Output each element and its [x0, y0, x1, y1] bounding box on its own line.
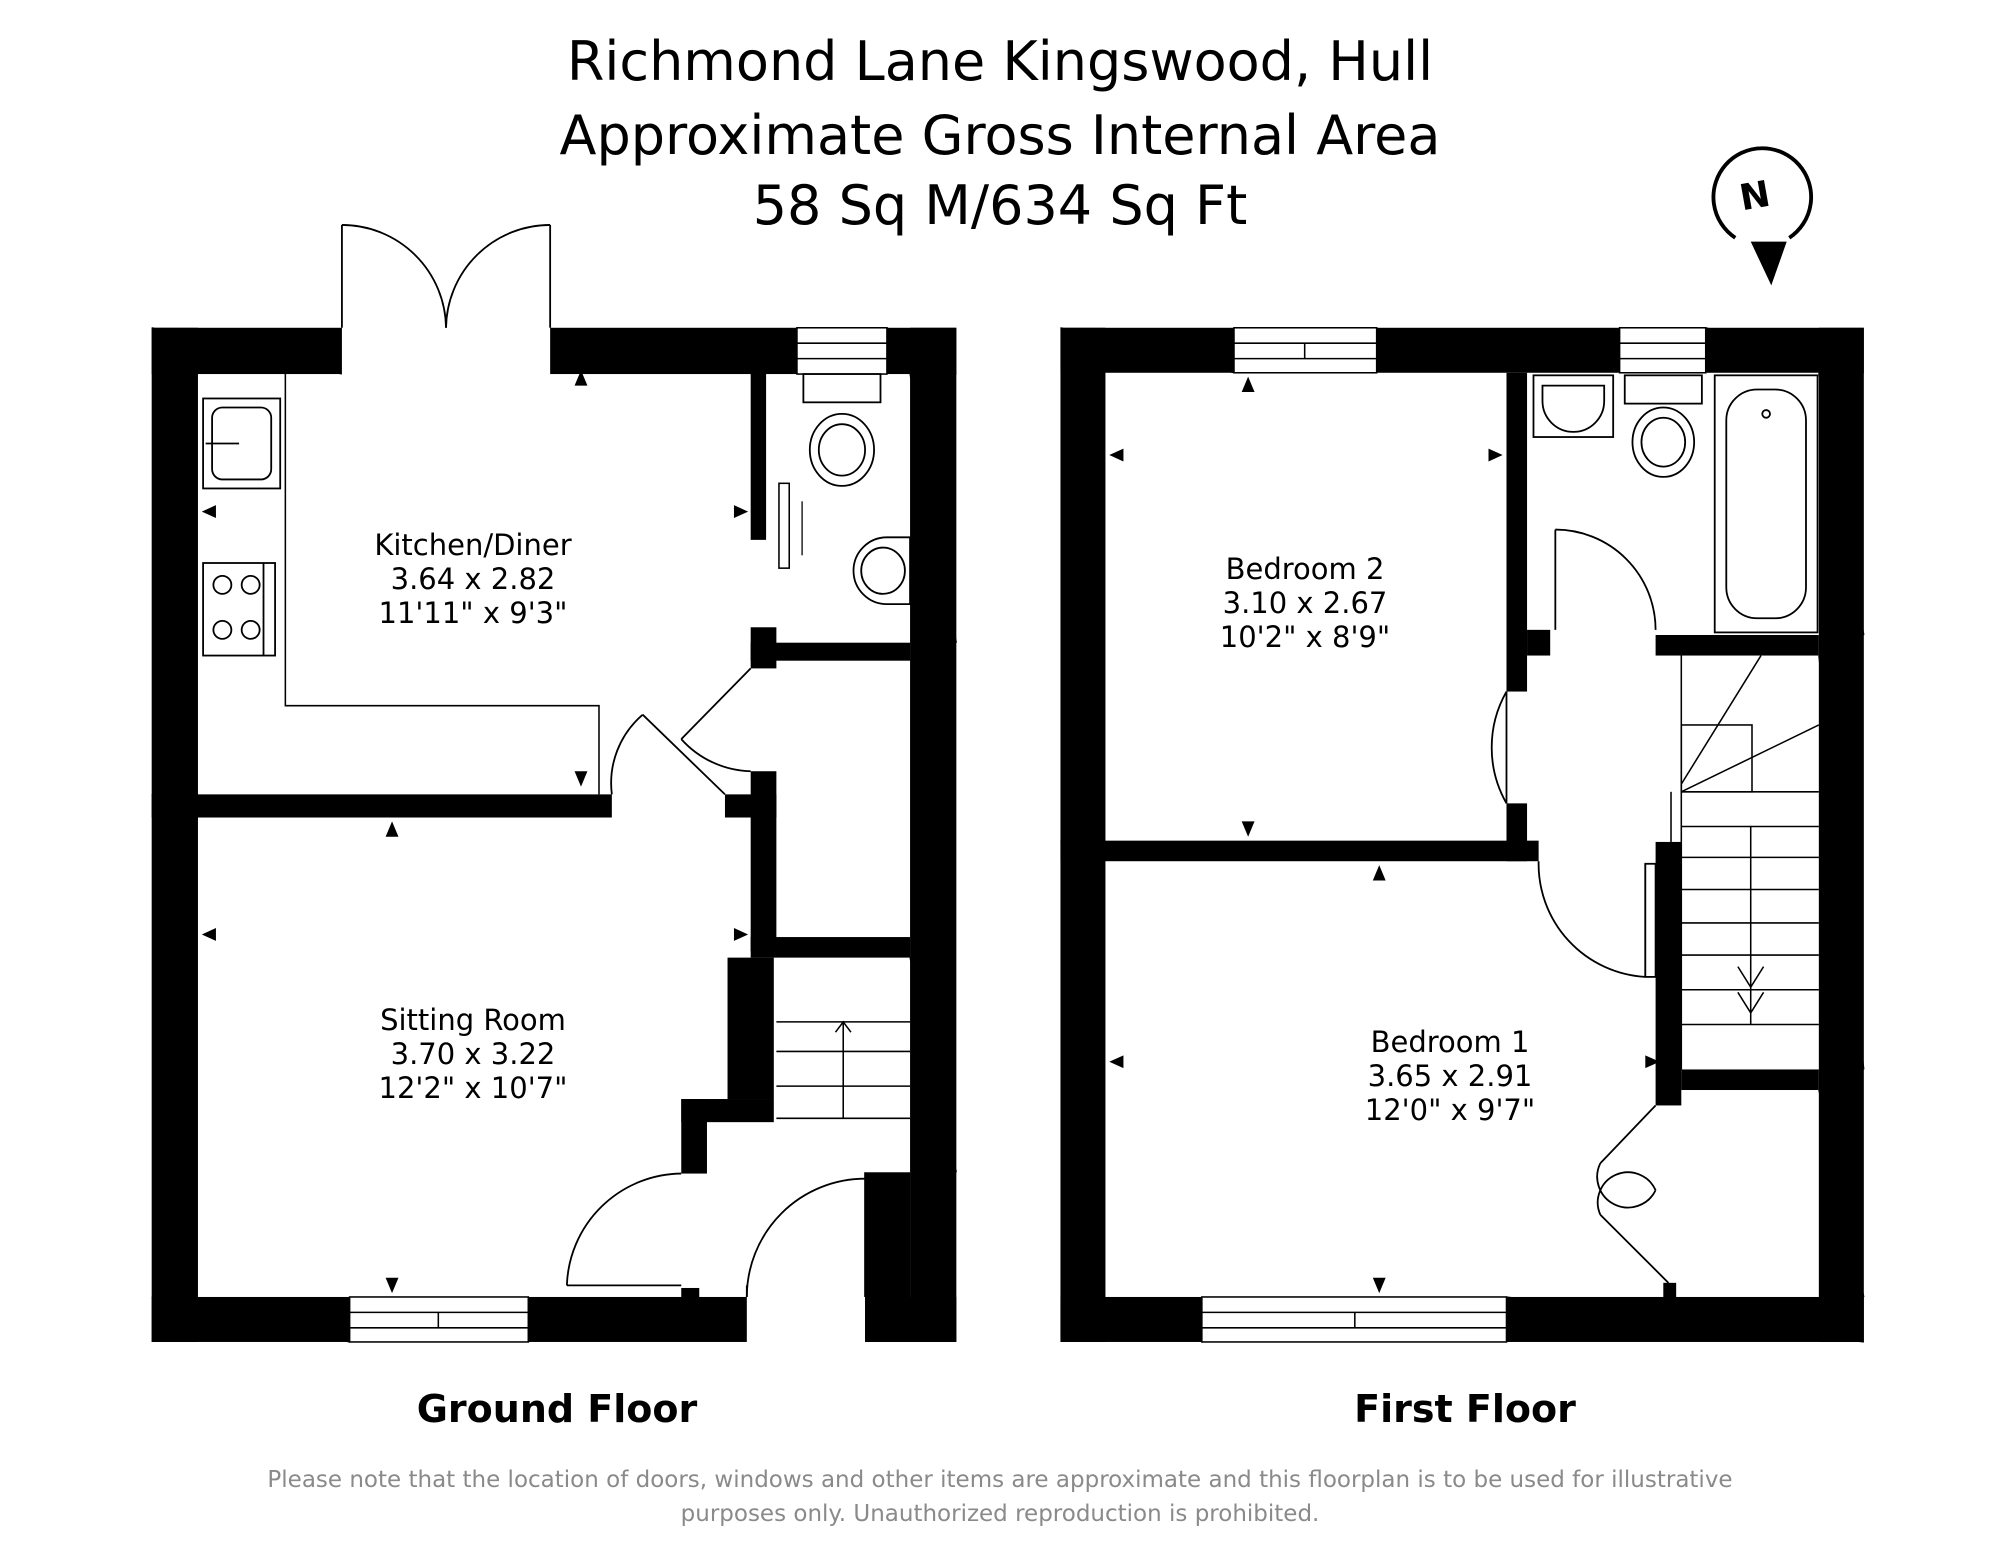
first-floor-label: First Floor — [1354, 1387, 1576, 1431]
ground-floor-walls — [151, 327, 957, 1342]
ground-floor-plan — [151, 224, 957, 1343]
plan-area: 58 Sq M/634 Sq Ft — [752, 174, 1248, 237]
disclaimer-line-1: Please note that the location of doors, … — [267, 1467, 1733, 1493]
room-imperial: 10'2" x 8'9" — [1219, 620, 1391, 654]
room-metric: 3.65 x 2.91 — [1367, 1059, 1533, 1093]
bathroom-basin — [1532, 374, 1615, 438]
north-compass-icon — [1711, 146, 1814, 286]
room-label-bedroom-2: Bedroom 2 3.10 x 2.67 10'2" x 8'9" — [1125, 552, 1485, 654]
first-floor-plan — [1060, 327, 1865, 1343]
room-imperial: 11'11" x 9'3" — [378, 596, 568, 630]
plan-subtitle: Approximate Gross Internal Area — [559, 104, 1441, 167]
first-floor-doors — [1490, 528, 1670, 1284]
ground-floor-windows — [348, 327, 888, 1343]
disclaimer-line-2: purposes only. Unauthorized reproduction… — [680, 1501, 1320, 1527]
kitchen-sink — [202, 397, 282, 490]
room-name: Bedroom 1 — [1370, 1025, 1530, 1059]
room-metric: 3.64 x 2.82 — [390, 562, 556, 596]
room-name: Bedroom 2 — [1225, 552, 1385, 586]
first-floor-measure-arrows — [1109, 376, 1660, 1294]
room-name: Sitting Room — [380, 1003, 566, 1037]
plan-title: Richmond Lane Kingswood, Hull — [566, 30, 1434, 93]
ground-wc — [802, 373, 882, 487]
room-metric: 3.70 x 3.22 — [390, 1037, 556, 1071]
room-metric: 3.10 x 2.67 — [1222, 586, 1388, 620]
bathroom-wc — [1623, 374, 1703, 478]
ground-measure-arrows — [201, 370, 749, 1294]
ground-doors — [565, 667, 866, 1297]
room-label-sitting-room: Sitting Room 3.70 x 3.22 12'2" x 10'7" — [293, 1003, 653, 1105]
french-doors — [341, 224, 552, 328]
first-floor-windows — [1201, 327, 1707, 1343]
room-imperial: 12'2" x 10'7" — [378, 1071, 568, 1105]
room-label-bedroom-1: Bedroom 1 3.65 x 2.91 12'0" x 9'7" — [1270, 1025, 1630, 1127]
bathtub — [1713, 374, 1819, 634]
room-name: Kitchen/Diner — [374, 528, 572, 562]
first-floor-stairs — [1670, 655, 1820, 1070]
ground-basin — [852, 536, 911, 606]
room-label-kitchen-diner: Kitchen/Diner 3.64 x 2.82 11'11" x 9'3" — [293, 528, 653, 630]
ground-floor-label: Ground Floor — [416, 1387, 698, 1431]
kitchen-hob — [202, 562, 276, 657]
room-imperial: 12'0" x 9'7" — [1364, 1093, 1536, 1127]
ground-stairs — [776, 1020, 911, 1120]
